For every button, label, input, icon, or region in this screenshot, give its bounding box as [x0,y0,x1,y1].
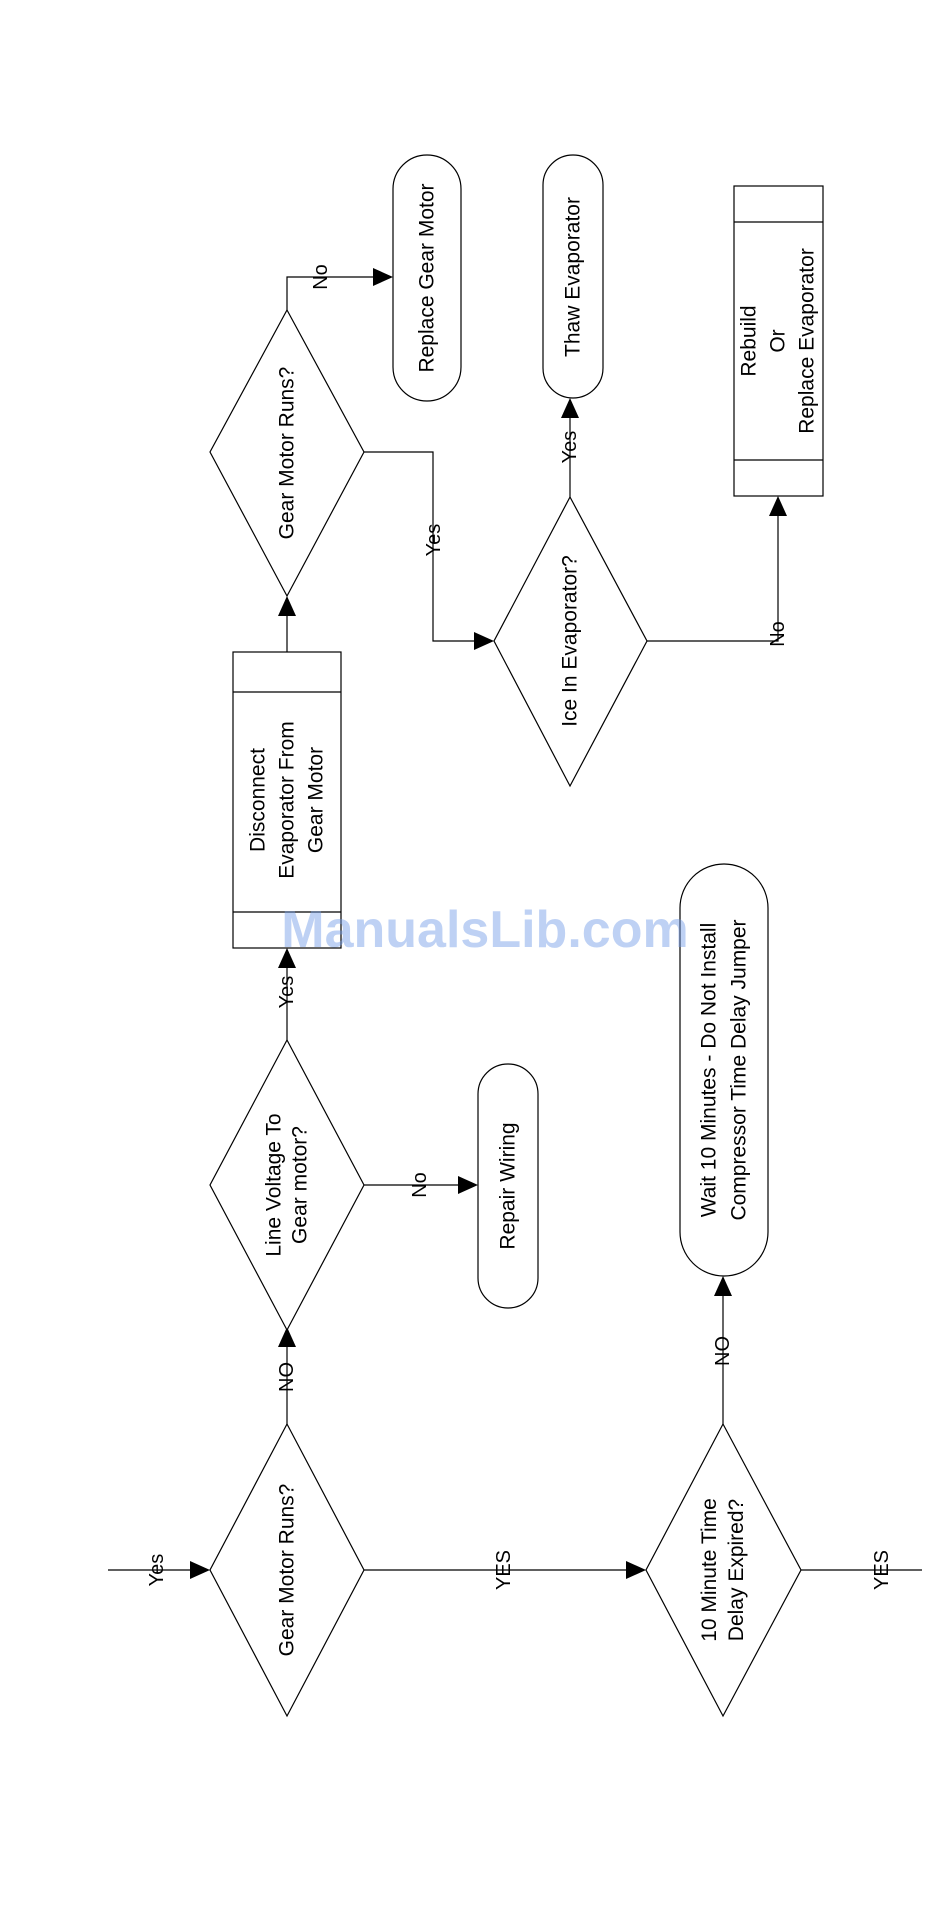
wait-label: Wait 10 Minutes - Do Not Install Compress… [698,919,751,1220]
node-shapes [209,154,824,1718]
disconnect-process-box [232,651,342,949]
node-label-line: Gear Motor [305,747,328,853]
node-label-line: Gear motor? [289,1126,312,1244]
gear-motor-runs-1-diamond [209,1422,365,1718]
edge-label-lv-no: No [409,1172,431,1198]
node-label-line: Compressor Time Delay Jumper [728,919,751,1220]
node-label-line: Ice In Evaporator? [559,555,582,727]
connectors [108,276,922,1571]
node-label-line: Line Voltage To [263,1113,286,1256]
disconnect-label: Disconnect Evaporator From Gear Motor [247,721,328,879]
ice-in-evaporator-diamond [493,495,648,788]
arrowhead-disconnect-gm2 [278,596,296,616]
edge-label-gm1-no: NO [276,1362,298,1392]
arrowhead-gm1-no [278,1327,296,1347]
node-label-line: 10 Minute Time [698,1498,721,1642]
node-label-line: Replace Gear Motor [416,183,439,372]
thaw-evaporator-terminator [542,154,604,399]
line-voltage-diamond [209,1038,365,1332]
repair-wiring-label: Repair Wiring [497,1122,520,1249]
thaw-evaporator-label: Thaw Evaporator [562,197,585,357]
arrowhead-gm2-no [373,268,393,286]
rebuild-label: Rebuild Or Replace Evaporator [738,248,819,434]
arrowhead-ice-yes [561,398,579,418]
node-label-line: Disconnect [247,748,270,852]
node-label-line: Repair Wiring [497,1122,520,1249]
node-label-line: Evaporator From [276,721,299,879]
arrowhead-gm2-yes [474,632,494,650]
node-label-line: Or [767,329,790,352]
node-label-line: Replace Evaporator [796,248,819,434]
arrowhead-ice-no [769,496,787,516]
edge-label-gm2-no: No [310,264,332,290]
arrowhead-lv-yes [278,948,296,968]
node-label-line: Delay Expired? [725,1499,748,1641]
node-label-line: Rebuild [738,305,761,376]
edge-label-td-yes: YES [871,1550,893,1590]
gear-motor-runs-2-diamond [209,308,365,598]
node-label-line: Thaw Evaporator [562,197,585,357]
node-label-line: Gear Motor Runs? [276,367,299,540]
watermark-text: ManualsLib.com [281,901,688,959]
arrowhead-td-no [714,1276,732,1296]
arrowhead-entry [190,1561,210,1579]
edge-label-td-no: NO [712,1336,734,1366]
ice-in-evaporator-label: Ice In Evaporator? [559,555,582,727]
rebuild-process-box [733,185,824,497]
edge-label-ice-no: No [767,621,789,647]
edge-label-ice-yes: Yes [559,431,581,464]
edge-label-gm1-yes: YES [493,1550,515,1590]
replace-gear-motor-terminator [392,154,462,402]
edge-label-gm2-yes: Yes [423,524,445,557]
edge-label-entry-yes: Yes [146,1554,168,1587]
gear-motor-runs-2-label: Gear Motor Runs? [276,367,299,540]
wait-terminator [679,863,769,1277]
connector-gm2-no [286,276,376,310]
time-delay-diamond [645,1422,802,1718]
edge-label-lv-yes: Yes [276,976,298,1009]
replace-gear-motor-label: Replace Gear Motor [416,183,439,372]
repair-wiring-terminator [477,1063,539,1309]
edge-labels: Yes NO YES No Yes No Yes Yes No NO YES [146,264,893,1590]
connector-gm2-yes [364,451,477,642]
arrowheads [190,268,787,1579]
node-label-line: Gear Motor Runs? [276,1484,299,1657]
node-label-line: Wait 10 Minutes - Do Not Install [698,923,721,1218]
connector-ice-no [647,513,779,642]
arrowhead-gm1-yes [626,1561,646,1579]
gear-motor-runs-1-label: Gear Motor Runs? [276,1484,299,1657]
arrowhead-lv-no [458,1176,478,1194]
